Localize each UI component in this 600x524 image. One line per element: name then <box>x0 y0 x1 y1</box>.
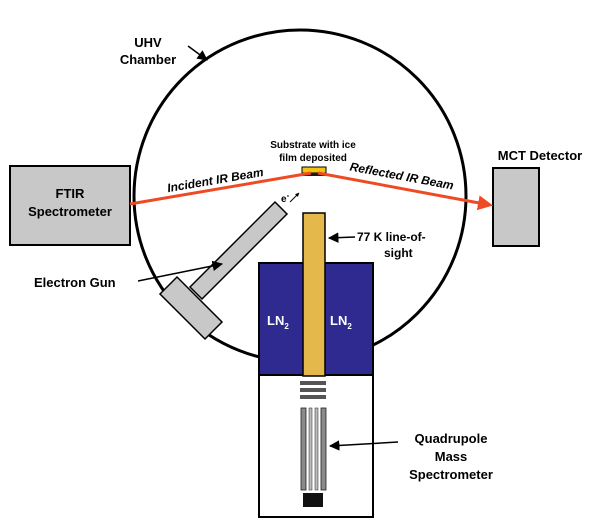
qms-rod-inner-right <box>314 407 319 491</box>
electron-symbol: e- <box>281 191 290 205</box>
ftir-label-line2: Spectrometer <box>28 204 112 219</box>
electron-symbol-e: e <box>281 194 287 205</box>
ln2-left-label: LN2 <box>267 313 289 331</box>
ln2-right-sub: 2 <box>347 322 352 331</box>
mct-label: MCT Detector <box>498 148 583 163</box>
electron-direction-arrow <box>289 192 300 203</box>
electron-gun-label: Electron Gun <box>34 275 116 290</box>
ln2-left-sub: 2 <box>284 322 289 331</box>
qms-plate-3 <box>300 395 326 399</box>
qms-rod-left <box>300 407 307 491</box>
incident-ir-beam <box>129 171 312 206</box>
substrate <box>301 166 327 174</box>
ln2-right-text: LN <box>330 313 347 328</box>
qms-plate-2 <box>300 388 326 392</box>
ftir-label-line1: FTIR <box>56 186 85 201</box>
los-label-line2: sight <box>384 246 413 260</box>
chamber-label-line1: UHV <box>134 35 162 50</box>
qms-rod-inner-left <box>308 407 313 491</box>
qms-detector <box>303 493 323 507</box>
ftir-spectrometer-box <box>9 165 131 246</box>
ln2-right-label: LN2 <box>330 313 352 331</box>
electron-gun <box>158 200 289 341</box>
substrate-label-line2: film deposited <box>279 153 347 164</box>
electron-gun-pointer <box>137 260 224 282</box>
qms-pointer <box>328 440 399 451</box>
qms-rod-right <box>320 407 327 491</box>
mct-detector-box <box>492 167 540 247</box>
los-label-line1: 77 K line-of- <box>357 230 426 244</box>
ln2-left-text: LN <box>267 313 284 328</box>
qms-label-line2: Mass <box>435 449 468 464</box>
los-pointer <box>327 232 356 243</box>
qms-label-line3: Spectrometer <box>409 467 493 482</box>
chamber-pointer <box>187 45 208 61</box>
chamber-label-line2: Chamber <box>120 52 176 67</box>
qms-plate-1 <box>300 381 326 385</box>
cold-finger <box>302 212 326 377</box>
reflected-ir-beam <box>317 171 493 211</box>
qms-label-line1: Quadrupole <box>415 431 488 446</box>
electron-symbol-sup: - <box>287 191 290 200</box>
substrate-label-line1: Substrate with ice <box>270 140 356 151</box>
substrate-mount <box>302 173 326 176</box>
